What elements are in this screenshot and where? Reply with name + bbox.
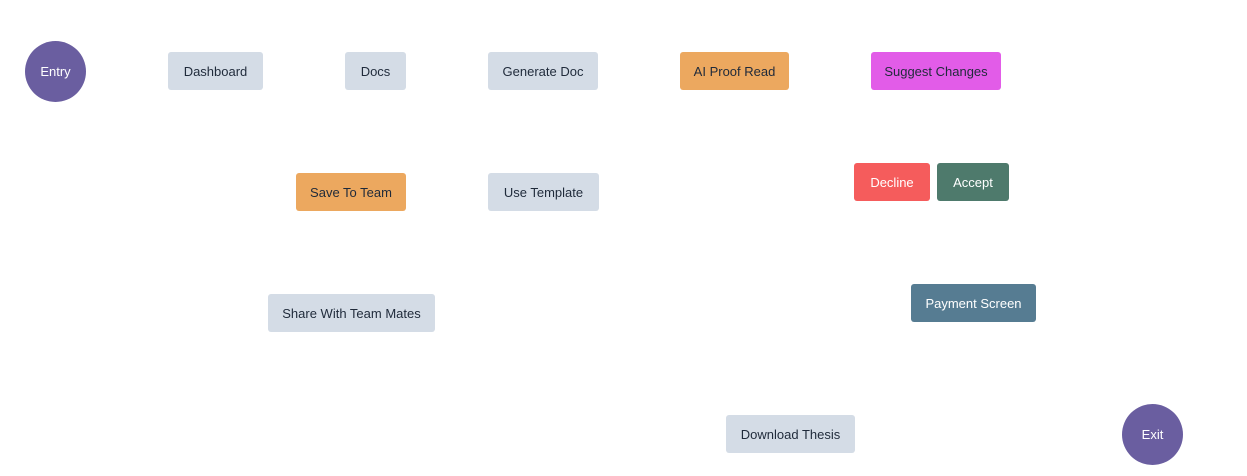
exit-node[interactable]: Exit: [1122, 404, 1183, 465]
dashboard-node[interactable]: Dashboard: [168, 52, 263, 90]
entry-node[interactable]: Entry: [25, 41, 86, 102]
ai-proof-read-node[interactable]: AI Proof Read: [680, 52, 789, 90]
save-to-team-node[interactable]: Save To Team: [296, 173, 406, 211]
download-thesis-node[interactable]: Download Thesis: [726, 415, 855, 453]
use-template-node[interactable]: Use Template: [488, 173, 599, 211]
suggest-changes-node[interactable]: Suggest Changes: [871, 52, 1001, 90]
generate-doc-node[interactable]: Generate Doc: [488, 52, 598, 90]
payment-screen-node[interactable]: Payment Screen: [911, 284, 1036, 322]
share-with-team-mates-node[interactable]: Share With Team Mates: [268, 294, 435, 332]
accept-node[interactable]: Accept: [937, 163, 1009, 201]
decline-node[interactable]: Decline: [854, 163, 930, 201]
docs-node[interactable]: Docs: [345, 52, 406, 90]
